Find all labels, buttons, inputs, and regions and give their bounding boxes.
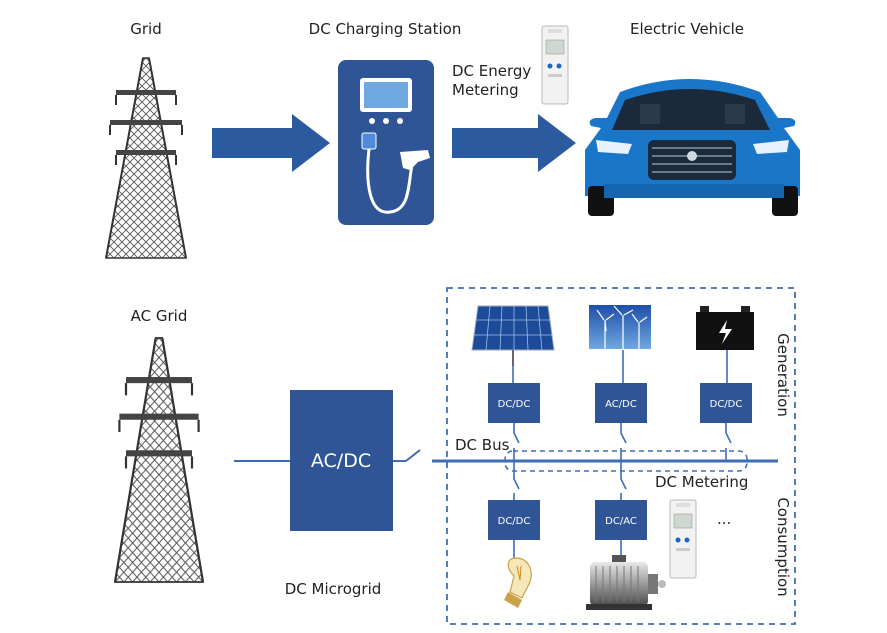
- consumption-label: Consumption: [774, 497, 792, 596]
- grid-to-station-arrow: [212, 114, 330, 172]
- gen-converter-label-1: DC/DC: [498, 399, 531, 410]
- charging-station-label: DC Charging Station: [309, 20, 462, 38]
- dc-energy-metering-label-line2: Metering: [452, 81, 519, 99]
- acdc-converter-label: AC/DC: [311, 450, 371, 472]
- dc-microgrid-label: DC Microgrid: [285, 580, 382, 598]
- con-converter-box-2: [595, 500, 647, 540]
- wind-turbine-icon: [589, 305, 651, 349]
- dc-metering-zone: [504, 450, 748, 472]
- gen-converter-box-3: [700, 383, 752, 423]
- acdc-converter-box: [290, 390, 393, 531]
- car-icon: [585, 79, 800, 216]
- gen-converter-box-1: [488, 383, 540, 423]
- solar-panel-icon: [471, 305, 555, 366]
- more-loads-ellipsis: ...: [717, 510, 731, 528]
- acdc-switch: [405, 449, 421, 462]
- energy-meter-icon: [541, 25, 569, 105]
- dc-energy-metering-label-line1: DC Energy: [452, 62, 531, 80]
- con-converter-box-1: [488, 500, 540, 540]
- transmission-tower-icon: [113, 336, 205, 584]
- ac-grid-label: AC Grid: [131, 307, 188, 325]
- charging-station-icon: [338, 60, 434, 225]
- generation-label: Generation: [774, 333, 792, 417]
- con-converter-label-1: DC/DC: [498, 516, 531, 527]
- battery-icon: [696, 306, 754, 350]
- dc-bus-label: DC Bus: [455, 436, 510, 454]
- energy-meter-icon: [669, 499, 697, 579]
- gen-converter-box-2: [595, 383, 647, 423]
- microgrid-frame: [446, 287, 796, 625]
- transmission-tower-icon: [105, 57, 187, 259]
- con-switches: [513, 461, 627, 500]
- dc-metering-label: DC Metering: [655, 473, 748, 491]
- gen-converter-label-2: AC/DC: [605, 399, 637, 410]
- light-bulb-icon: [504, 557, 532, 608]
- con-converter-label-2: DC/AC: [605, 516, 637, 527]
- gen-switches: [513, 423, 732, 461]
- station-to-vehicle-arrow: [452, 114, 576, 172]
- electric-vehicle-label: Electric Vehicle: [630, 20, 744, 38]
- motor-icon: [586, 555, 666, 610]
- grid-label: Grid: [130, 20, 161, 38]
- gen-converter-label-3: DC/DC: [710, 399, 743, 410]
